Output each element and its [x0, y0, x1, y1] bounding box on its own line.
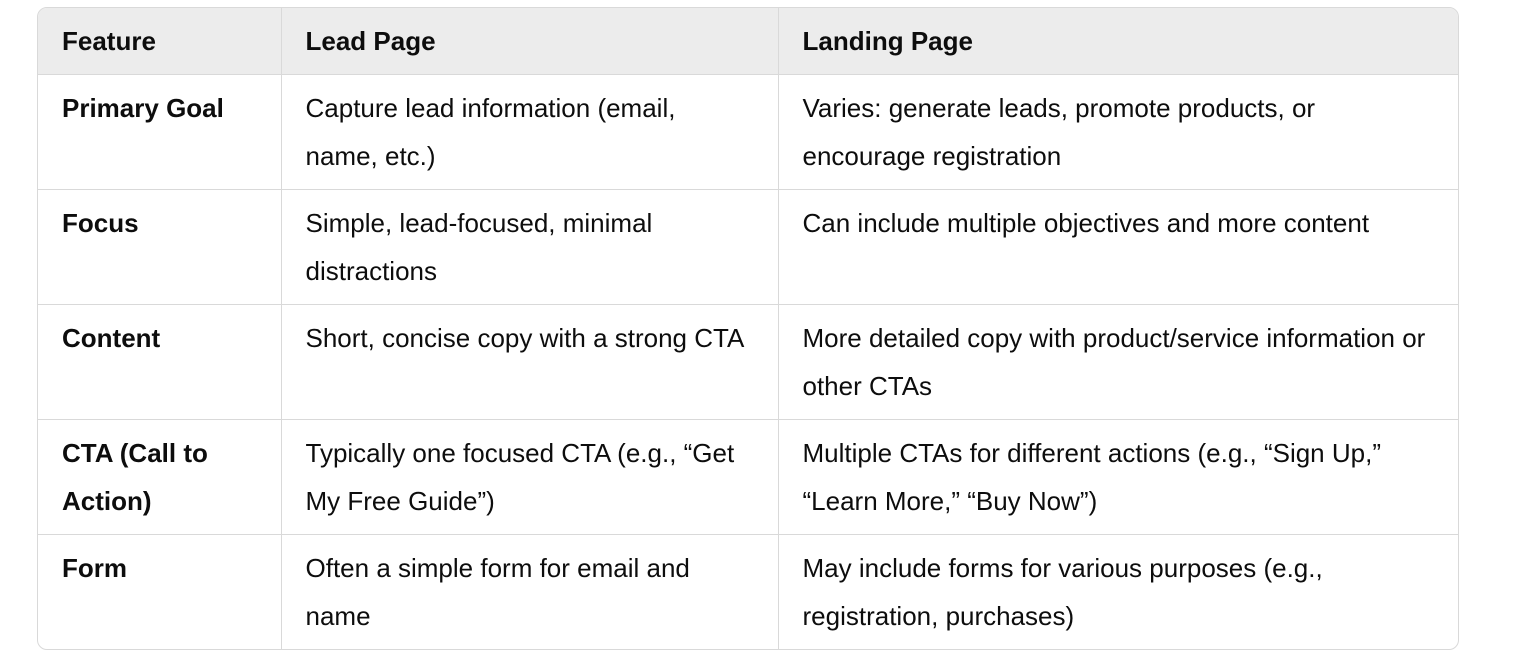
table-header-row: Feature Lead Page Landing Page [38, 8, 1458, 75]
header-feature: Feature [38, 8, 282, 75]
table-row: Primary Goal Capture lead information (e… [38, 74, 1458, 190]
cell-lead-page: Simple, lead-focused, minimal distractio… [281, 189, 779, 305]
comparison-table: Feature Lead Page Landing Page Primary G… [38, 8, 1458, 649]
cell-lead-page: Often a simple form for email and name [281, 534, 779, 649]
header-landing-page: Landing Page [778, 8, 1458, 75]
cell-lead-page: Typically one focused CTA (e.g., “Get My… [281, 419, 779, 535]
table-row: Form Often a simple form for email and n… [38, 534, 1458, 649]
cell-landing-page: Multiple CTAs for different actions (e.g… [778, 419, 1458, 535]
cell-landing-page: Varies: generate leads, promote products… [778, 74, 1458, 190]
cell-feature: Content [38, 304, 282, 420]
cell-landing-page: May include forms for various purposes (… [802, 553, 1323, 631]
table-row: Focus Simple, lead-focused, minimal dist… [38, 189, 1458, 305]
cell-feature: Primary Goal [38, 74, 282, 190]
cell-landing-page: Can include multiple objectives and more… [778, 189, 1458, 305]
cell-landing-page: More detailed copy with product/service … [778, 304, 1458, 420]
cell-feature: Focus [38, 189, 282, 305]
cell-feature: CTA (Call to Action) [38, 419, 282, 535]
cell-lead-page: Short, concise copy with a strong CTA [281, 304, 779, 420]
comparison-table-container: Feature Lead Page Landing Page Primary G… [37, 7, 1459, 650]
cell-feature: Form [38, 534, 282, 649]
header-lead-page: Lead Page [281, 8, 779, 75]
cell-lead-page: Capture lead information (email, name, e… [281, 74, 779, 190]
table-row: CTA (Call to Action) Typically one focus… [38, 419, 1458, 535]
table-row: Content Short, concise copy with a stron… [38, 304, 1458, 420]
